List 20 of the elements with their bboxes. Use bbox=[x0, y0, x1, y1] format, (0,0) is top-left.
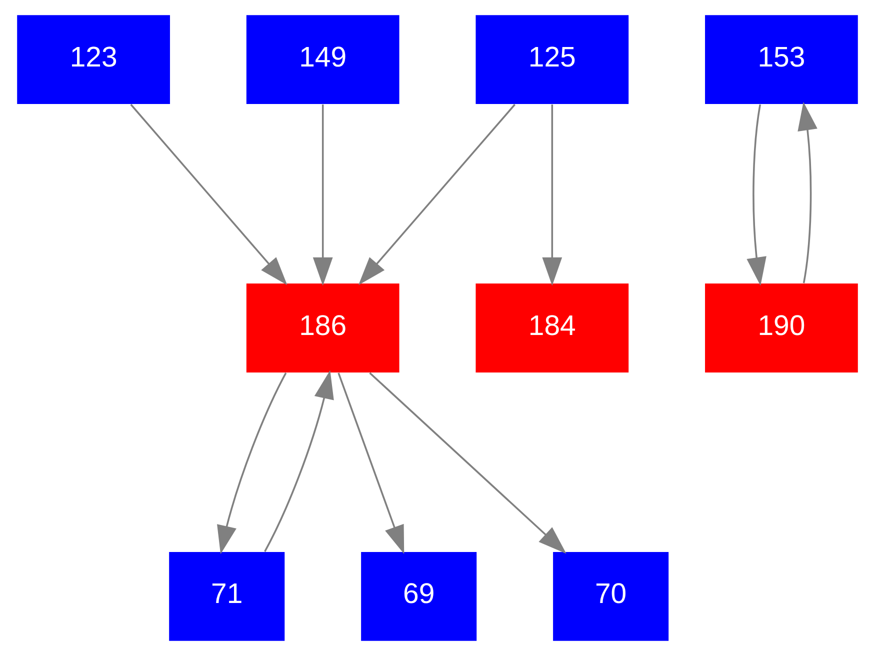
node-box: 69 bbox=[361, 552, 477, 641]
arrow bbox=[338, 372, 404, 554]
arrow bbox=[369, 372, 566, 554]
node-box: 190 bbox=[705, 284, 858, 372]
arrow bbox=[217, 372, 287, 554]
node-box: 125 bbox=[476, 15, 629, 104]
arrow bbox=[312, 104, 333, 286]
arrow bbox=[358, 104, 516, 286]
arrow bbox=[798, 102, 818, 284]
node-box: 184 bbox=[476, 284, 629, 372]
node-box: 149 bbox=[246, 15, 400, 104]
arrow bbox=[542, 104, 562, 286]
node-box: 71 bbox=[169, 552, 285, 641]
arrow bbox=[746, 104, 766, 286]
node-box: 186 bbox=[246, 284, 400, 372]
arrow bbox=[130, 104, 288, 286]
arrow bbox=[264, 370, 334, 552]
node-box: 123 bbox=[17, 15, 170, 104]
node-box: 70 bbox=[553, 552, 669, 641]
node-box: 153 bbox=[705, 15, 858, 104]
